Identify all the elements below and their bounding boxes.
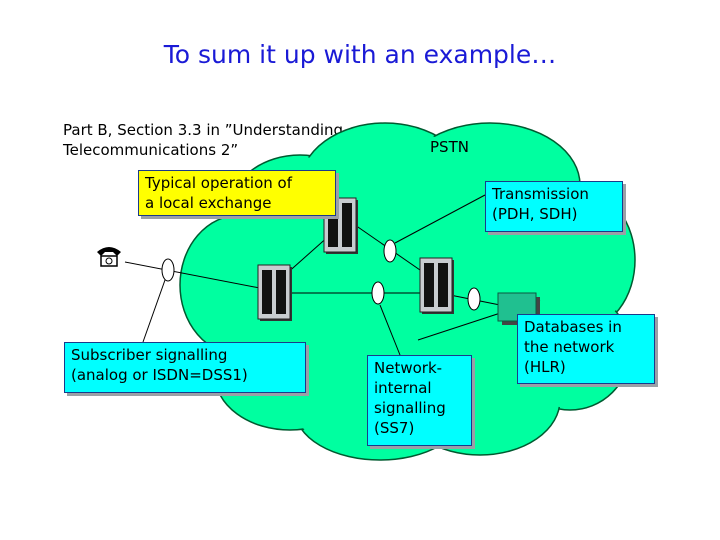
callout-transmission-line-1: Transmission <box>492 185 589 203</box>
callout-network-internal-signalling: Network- internal signalling (SS7) <box>367 355 472 446</box>
callout-databases-line-1: Databases in <box>524 318 622 336</box>
callout-databases: Databases in the network (HLR) <box>517 314 655 384</box>
callout-local-exchange-line-1: Typical operation of <box>145 174 293 192</box>
callout-network-internal-line-4: (SS7) <box>374 419 415 437</box>
reference-line-1: Part B, Section 3.3 in ”Understanding <box>63 121 344 139</box>
pointer-transmission <box>394 194 486 244</box>
callout-subscriber-line-1: Subscriber signalling <box>71 346 228 364</box>
reference-text: Part B, Section 3.3 in ”Understanding Te… <box>63 120 423 160</box>
callout-subscriber-signalling: Subscriber signalling (analog or ISDN=DS… <box>64 342 306 393</box>
exchange-switch-icon <box>419 257 454 314</box>
trunk-line-left <box>284 234 331 276</box>
callout-subscriber-line-2: (analog or ISDN=DSS1) <box>71 366 248 384</box>
slide-title: To sum it up with an example… <box>163 40 557 69</box>
callout-network-internal-line-1: Network- <box>374 359 443 377</box>
link-markers <box>161 239 481 311</box>
callout-databases-line-2: the network <box>524 338 615 356</box>
exchange-switch-icon <box>323 197 358 254</box>
callout-local-exchange: Typical operation of a local exchange <box>138 170 336 216</box>
callout-local-exchange-line-2: a local exchange <box>145 194 272 212</box>
callout-network-internal-line-3: signalling <box>374 399 446 417</box>
callout-transmission: Transmission (PDH, SDH) <box>485 181 623 232</box>
callout-transmission-line-2: (PDH, SDH) <box>492 205 578 223</box>
callout-network-internal-line-2: internal <box>374 379 432 397</box>
reference-line-2: Telecommunications 2” <box>63 141 239 159</box>
exchange-switch-icon <box>257 264 292 321</box>
subscriber-line <box>124 261 271 291</box>
pointer-subscriber <box>142 279 166 343</box>
callout-databases-line-3: (HLR) <box>524 358 566 376</box>
pointer-ss7 <box>379 304 401 356</box>
pstn-label: PSTN <box>430 138 469 156</box>
telephone-icon <box>97 247 121 267</box>
